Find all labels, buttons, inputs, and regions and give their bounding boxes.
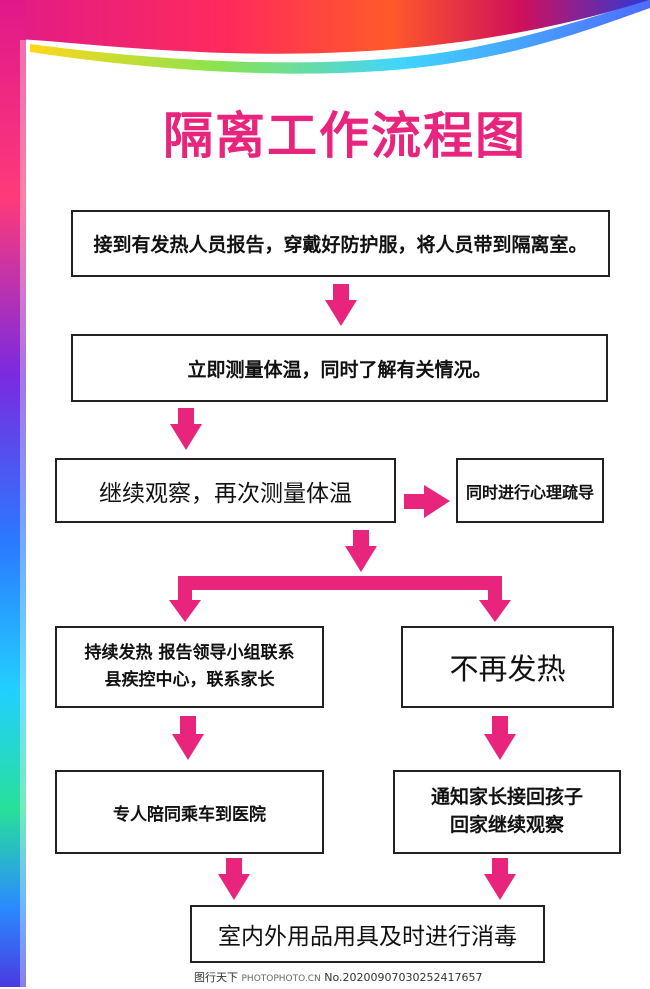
arrow-down-1 [325, 284, 357, 326]
step-observe: 继续观察，再次测量体温 [55, 458, 396, 523]
page-title: 隔离工作流程图 [163, 106, 527, 165]
step-fever-line2: 县疾控中心，联系家长 [104, 670, 275, 690]
arrow-right [404, 485, 450, 518]
step-counsel: 同时进行心理疏导 [456, 458, 604, 523]
arrow-down-3 [345, 530, 377, 572]
arrow-down-2 [170, 408, 202, 450]
step-hospital: 专人陪同乘车到医院 [55, 770, 324, 854]
branch-connector [169, 576, 511, 622]
footer-photo: PHOTOPHOTO.CN [241, 974, 321, 984]
step-measure: 立即测量体温，同时了解有关情况。 [71, 334, 608, 402]
step-parents-line1: 通知家长接回孩子 [430, 786, 583, 809]
step-report: 接到有发热人员报告，穿戴好防护服，将人员带到隔离室。 [71, 210, 610, 277]
arrow-down-right-2 [484, 858, 516, 900]
footer-site: 图行天下 [194, 971, 238, 984]
step-no-fever: 不再发热 [401, 626, 614, 708]
step-disinfect: 室内外用品用具及时进行消毒 [190, 905, 545, 963]
step-observe-text: 继续观察，再次测量体温 [99, 480, 352, 507]
step-parents: 通知家长接回孩子 回家继续观察 [393, 770, 621, 854]
watermark-footer: 图行天下 PHOTOPHOTO.CN No.202009070302524176… [190, 968, 650, 987]
step-hospital-text: 专人陪同乘车到医院 [113, 804, 266, 825]
step-no-fever-text: 不再发热 [449, 652, 566, 686]
arrow-down-right-1 [484, 716, 516, 760]
step-disinfect-text: 室内外用品用具及时进行消毒 [218, 924, 517, 950]
step-report-text: 接到有发热人员报告，穿戴好防护服，将人员带到隔离室。 [93, 234, 588, 256]
footer-id: No.20200907030252417657 [324, 971, 483, 984]
step-parents-line2: 回家继续观察 [449, 814, 564, 836]
arrow-down-left-2 [218, 858, 250, 900]
step-counsel-text: 同时进行心理疏导 [465, 482, 594, 502]
arrow-down-left-1 [172, 716, 204, 760]
step-fever: 持续发热 报告领导小组联系 县疾控中心，联系家长 [55, 626, 324, 708]
step-fever-line1: 持续发热 报告领导小组联系 [84, 642, 295, 663]
step-measure-text: 立即测量体温，同时了解有关情况。 [187, 358, 492, 381]
